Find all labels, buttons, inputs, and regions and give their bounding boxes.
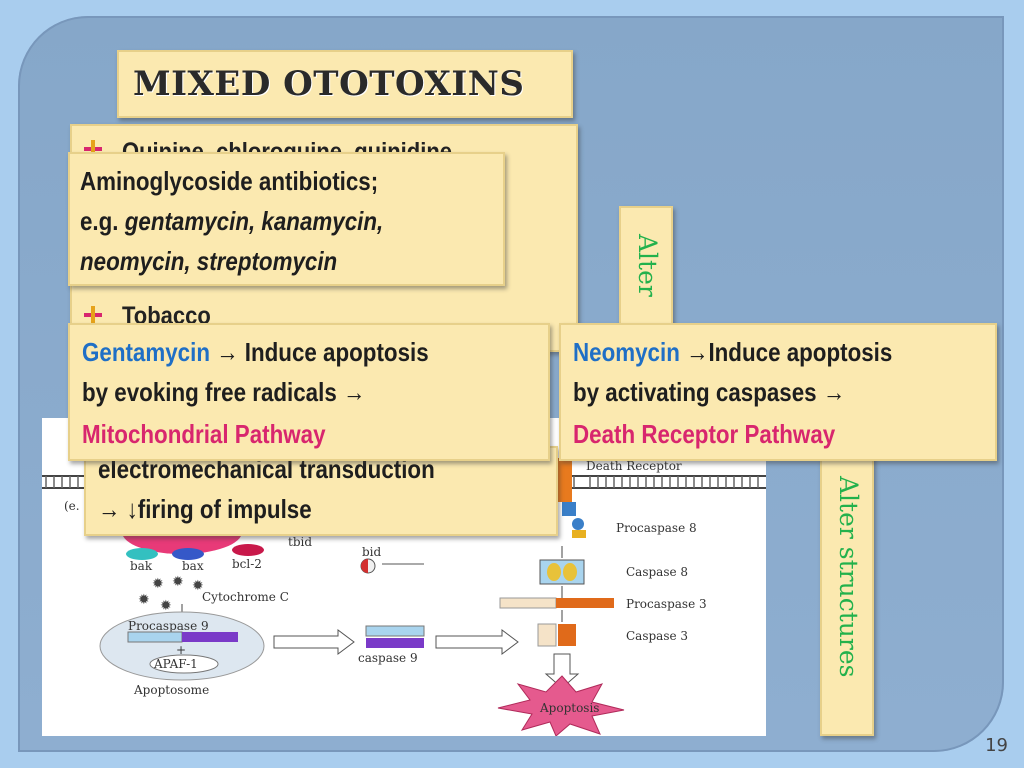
tbid-label: tbid xyxy=(288,535,312,549)
mitochondrial-pathway: Mitochondrial Pathway xyxy=(82,419,326,449)
death-receptor-pathway: Death Receptor Pathway xyxy=(573,419,836,449)
svg-text:✹: ✹ xyxy=(152,575,164,591)
page-title: MIXED OTOTOXINS xyxy=(133,64,525,104)
alter-label: Alter xyxy=(633,234,662,297)
gentamycin-box: Gentamycin → Induce apoptosis by evoking… xyxy=(68,323,550,461)
neomycin-box: Neomycin →Induce apoptosis by activating… xyxy=(559,323,997,461)
cytochrome-label: Cytochrome C xyxy=(202,590,289,604)
alter-structures-box: Alter structures xyxy=(820,446,874,736)
eg-label: (e. xyxy=(64,499,80,513)
death-receptor-label: Death Receptor xyxy=(586,459,682,473)
gentamycin-line-1: Gentamycin → Induce apoptosis xyxy=(82,337,429,367)
procaspase3-label: Procaspase 3 xyxy=(626,597,707,611)
svg-text:✹: ✹ xyxy=(160,597,172,613)
svg-text:✹: ✹ xyxy=(172,573,184,589)
electromechanical-box: electromechanical transduction → ↓firing… xyxy=(84,446,558,536)
procaspase8-label: Procaspase 8 xyxy=(616,521,697,535)
aminoglycoside-examples-2: neomycin, streptomycin xyxy=(80,246,338,276)
svg-text:✹: ✹ xyxy=(138,591,150,607)
svg-text:+: + xyxy=(176,643,186,657)
page-number: 19 xyxy=(985,735,1008,756)
neomycin-line-1: Neomycin →Induce apoptosis xyxy=(573,337,893,367)
aminoglycoside-examples-1: e.g. gentamycin, kanamycin, xyxy=(80,206,384,236)
bcl2-label: bcl-2 xyxy=(232,557,262,571)
alter-structures-label: Alter structures xyxy=(834,476,863,678)
caspase8-label: Caspase 8 xyxy=(626,565,688,579)
bullet-icon xyxy=(84,306,102,324)
aminoglycoside-heading: Aminoglycoside antibiotics; xyxy=(80,166,379,196)
svg-text:✹: ✹ xyxy=(192,577,204,593)
death-receptor-shape xyxy=(558,458,572,502)
caspase9-label: caspase 9 xyxy=(358,651,418,665)
procaspase9-label: Procaspase 9 xyxy=(128,619,209,633)
caspase3-label: Caspase 3 xyxy=(626,629,688,643)
apaf-label: APAF-1 xyxy=(153,657,198,671)
title-box: MIXED OTOTOXINS xyxy=(117,50,573,118)
apoptosome-label: Apoptosome xyxy=(133,683,209,697)
gentamycin-line-2: by evoking free radicals → xyxy=(82,377,366,407)
apoptosis-label: Apoptosis xyxy=(539,701,599,715)
bax-label: bax xyxy=(182,559,204,573)
electro-line-2: → ↓firing of impulse xyxy=(98,494,312,524)
bid-label: bid xyxy=(362,545,382,559)
aminoglycoside-box: Aminoglycoside antibiotics; e.g. gentamy… xyxy=(68,152,505,286)
bullet-icon xyxy=(84,140,102,158)
bak-label: bak xyxy=(130,559,153,573)
neomycin-line-2: by activating caspases → xyxy=(573,377,846,407)
